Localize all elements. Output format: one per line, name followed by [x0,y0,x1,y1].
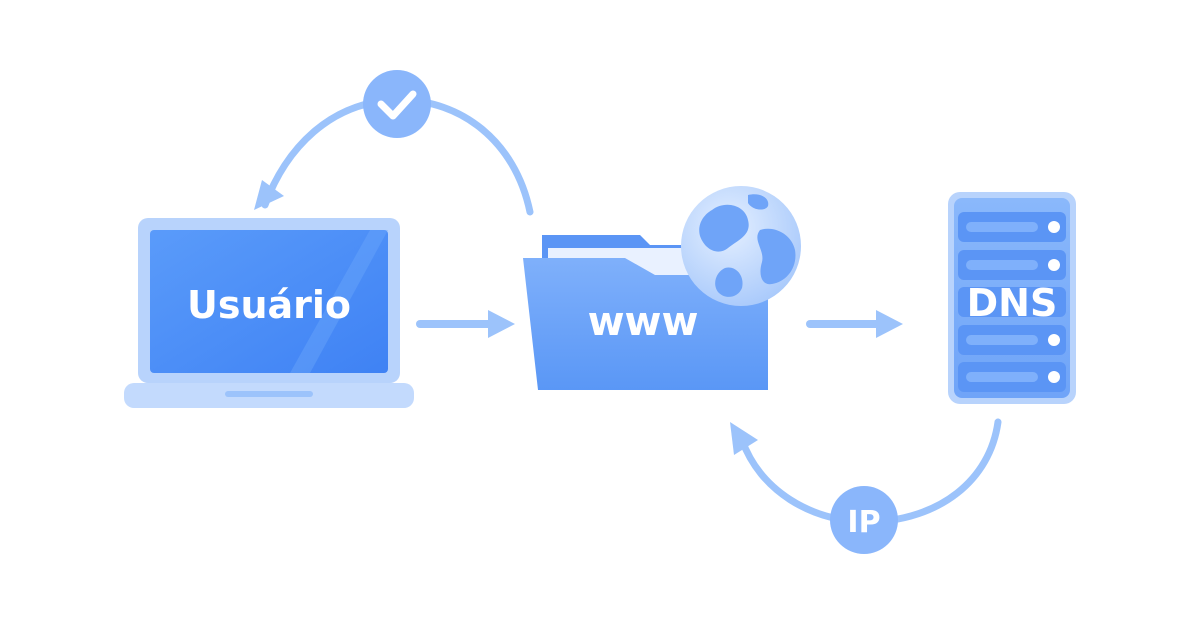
server-icon: DNS [948,192,1076,404]
ip-badge-label: IP [847,505,880,540]
check-badge [363,70,431,138]
folder-label: www [588,299,699,345]
globe-icon [681,186,801,306]
check-icon [377,90,417,120]
laptop-icon: Usuário [124,218,414,408]
ip-badge: IP [830,486,898,554]
server-label: DNS [967,281,1058,325]
arrow-laptop-to-folder [416,310,515,338]
arrow-folder-to-server [806,310,903,338]
laptop-label: Usuário [187,283,351,327]
